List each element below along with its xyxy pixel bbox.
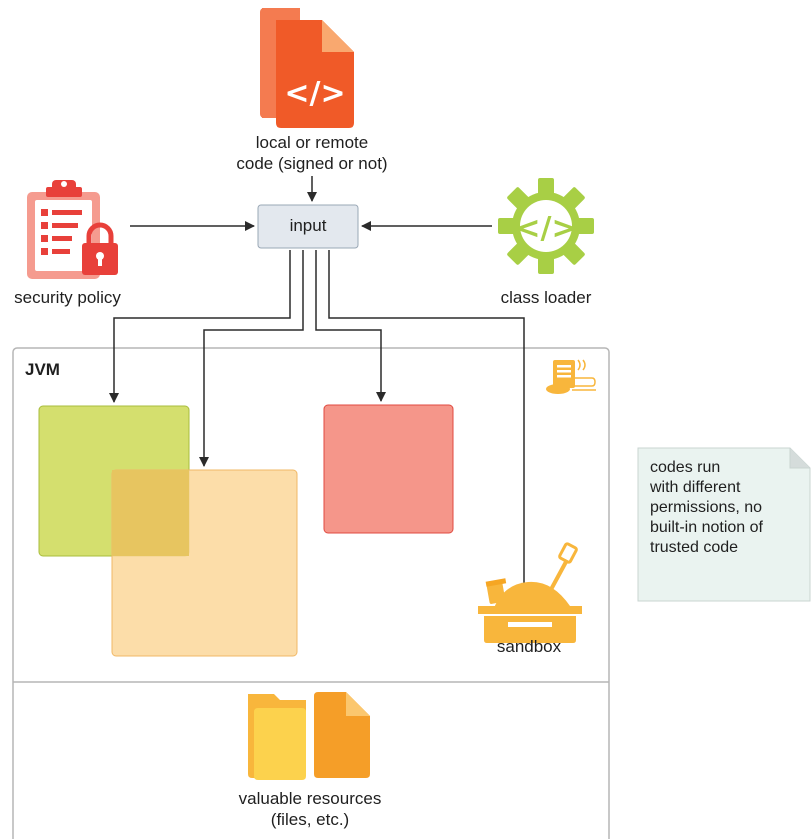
note-line: built-in notion of — [650, 519, 763, 536]
resources-label-line1: valuable resources — [238, 789, 382, 808]
security-policy-label: security policy — [14, 288, 121, 307]
code-domain-red — [323, 404, 454, 534]
input-label: input — [289, 216, 327, 235]
code-glyph: </> — [284, 76, 345, 111]
class-loader-label: class loader — [500, 288, 592, 307]
overlap-region — [112, 470, 189, 556]
jvm-label: JVM — [25, 360, 60, 379]
resources-label-line2: (files, etc.) — [270, 810, 350, 829]
code-label-line1: local or remote — [255, 133, 369, 152]
arrows — [109, 176, 529, 594]
security-policy-icon — [27, 180, 118, 279]
note-line: trusted code — [650, 539, 739, 556]
resources-label: valuable resources (files, etc.) — [192, 788, 428, 830]
code-document-icon: </> — [260, 8, 354, 128]
input-box — [257, 204, 359, 249]
arrow-to-green — [109, 250, 291, 403]
class-loader-gear-icon: </> — [498, 178, 594, 274]
sandbox-icon — [478, 542, 582, 643]
resources-folder-icon — [248, 692, 370, 780]
arrow-to-orange — [199, 250, 304, 467]
arrow-to-red — [315, 250, 386, 402]
sandbox-label: sandbox — [496, 637, 562, 656]
code-label-line2: code (signed or not) — [236, 154, 388, 173]
note-box — [637, 447, 811, 602]
note-line: with different — [650, 479, 741, 496]
note-line: permissions, no — [650, 499, 763, 516]
note-line: codes run — [650, 459, 721, 476]
loader-code-glyph: </> — [515, 211, 576, 246]
note-text: codes run with different permissions, no… — [650, 458, 763, 558]
arrow-to-sandbox — [328, 250, 529, 594]
code-label: local or remote code (signed or not) — [212, 132, 412, 174]
java-cloud-icon — [546, 359, 596, 394]
